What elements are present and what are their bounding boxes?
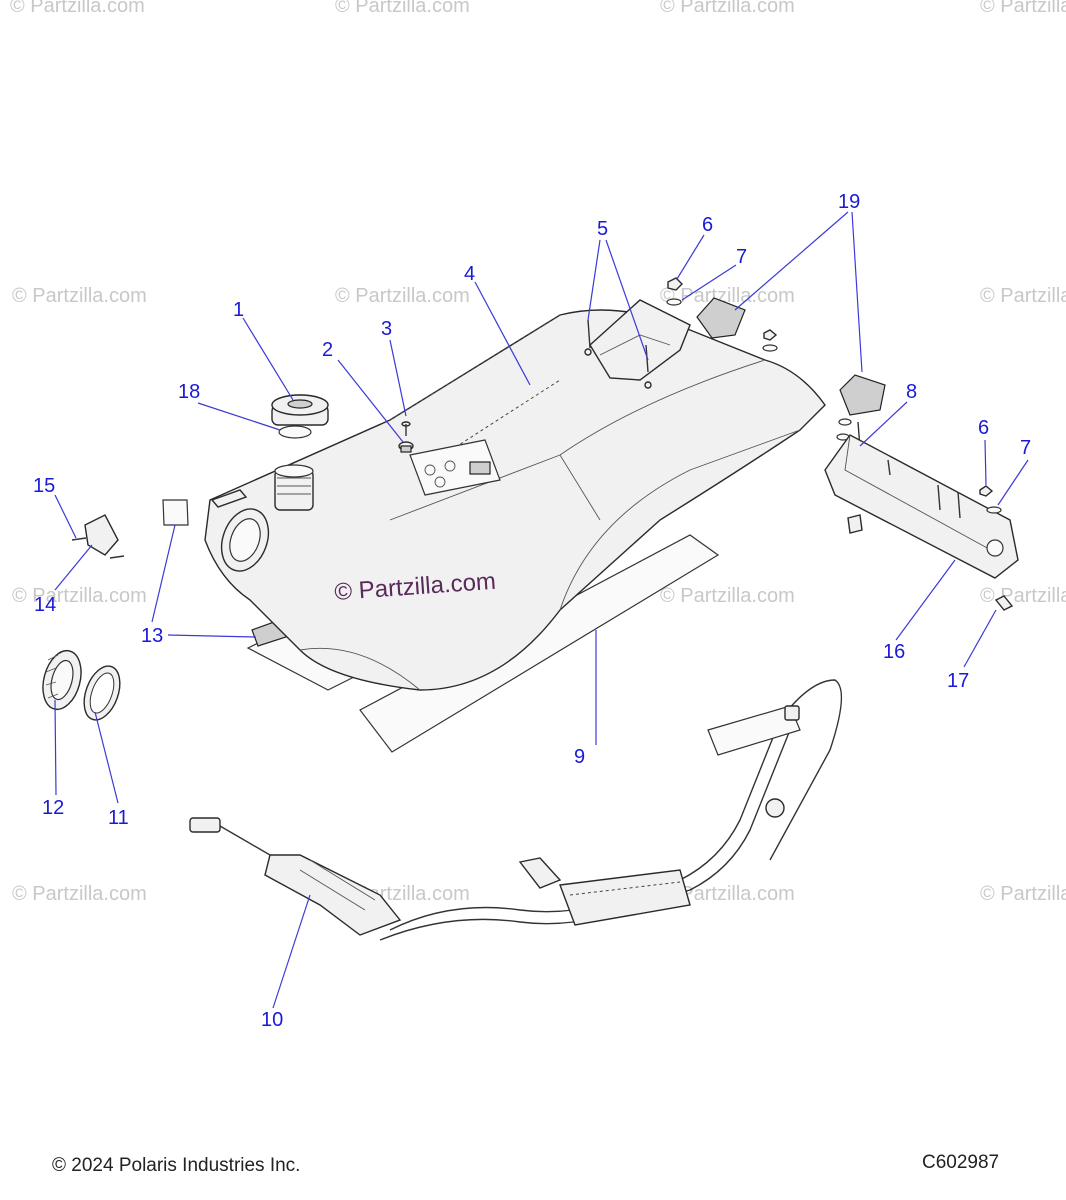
callout-19: 19 <box>838 191 860 213</box>
nut-6-right <box>979 485 994 497</box>
watermark: © Partzilla.com <box>660 285 795 307</box>
screw <box>401 421 411 436</box>
callout-5: 5 <box>597 218 608 240</box>
watermark: © Partzilla.com <box>660 585 795 607</box>
watermark: © Partzilla.com <box>660 0 795 17</box>
watermark: © Partzilla.com <box>335 285 470 307</box>
watermark: © Partzilla.com <box>10 0 145 17</box>
callout-7-right: 7 <box>1020 437 1031 459</box>
watermark: © Partzilla.com <box>980 883 1066 905</box>
diagram-id: C602987 <box>922 1152 1000 1173</box>
callout-13: 13 <box>141 625 163 647</box>
callout-7: 7 <box>736 246 747 268</box>
watermark: © Partzilla.com <box>12 883 147 905</box>
leader-lines <box>54 211 1029 1009</box>
lock-ring <box>42 649 82 711</box>
fuel-cap <box>271 394 329 426</box>
callout-6-right: 6 <box>978 417 989 439</box>
callout-11: 11 <box>108 807 129 829</box>
watermark: © Partzilla.com <box>980 585 1066 607</box>
nut-washer-pair <box>762 329 778 352</box>
callout-1: 1 <box>233 299 244 321</box>
callout-16: 16 <box>883 641 905 663</box>
copyright-text: © 2024 Polaris Industries Inc. <box>52 1155 301 1176</box>
callout-10: 10 <box>261 1009 283 1031</box>
watermark: © Partzilla.com <box>980 0 1066 17</box>
callout-8: 8 <box>906 381 917 403</box>
callout-labels: 1 2 3 4 5 6 7 8 9 10 11 12 13 14 15 16 1… <box>33 191 1031 1031</box>
callout-4: 4 <box>464 263 475 285</box>
watermark-group: © Partzilla.com © Partzilla.com © Partzi… <box>10 0 1066 905</box>
grommet <box>398 441 414 453</box>
stud-5 <box>584 319 652 389</box>
nut-6-top <box>667 277 683 291</box>
callout-2: 2 <box>322 339 333 361</box>
cap-gasket <box>278 425 312 439</box>
callout-12: 12 <box>42 797 64 819</box>
mount-bracket <box>824 434 1019 579</box>
watermark: © Partzilla.com <box>12 585 147 607</box>
watermark: © Partzilla.com <box>12 285 147 307</box>
callout-14: 14 <box>34 594 56 616</box>
watermark: © Partzilla.com <box>980 285 1066 307</box>
callout-17: 17 <box>947 670 969 692</box>
foam-pad-13 <box>162 499 189 526</box>
small-bracket <box>71 514 125 559</box>
callout-6: 6 <box>702 214 713 236</box>
callout-15: 15 <box>33 475 55 497</box>
washer-7-right <box>986 506 1002 514</box>
insulation-sheet-9 <box>359 534 720 753</box>
callout-3: 3 <box>381 318 392 340</box>
washer-7-top <box>666 298 682 306</box>
fuel-pump-assembly <box>189 679 843 941</box>
watermark: © Partzilla.com <box>335 0 470 17</box>
callout-18: 18 <box>178 381 200 403</box>
pad-19-side <box>839 374 886 416</box>
pump-seal <box>83 665 121 721</box>
callout-9: 9 <box>574 746 585 768</box>
clip-17 <box>994 595 1014 611</box>
pad-19-top <box>696 297 746 339</box>
fuel-tank <box>204 299 826 691</box>
